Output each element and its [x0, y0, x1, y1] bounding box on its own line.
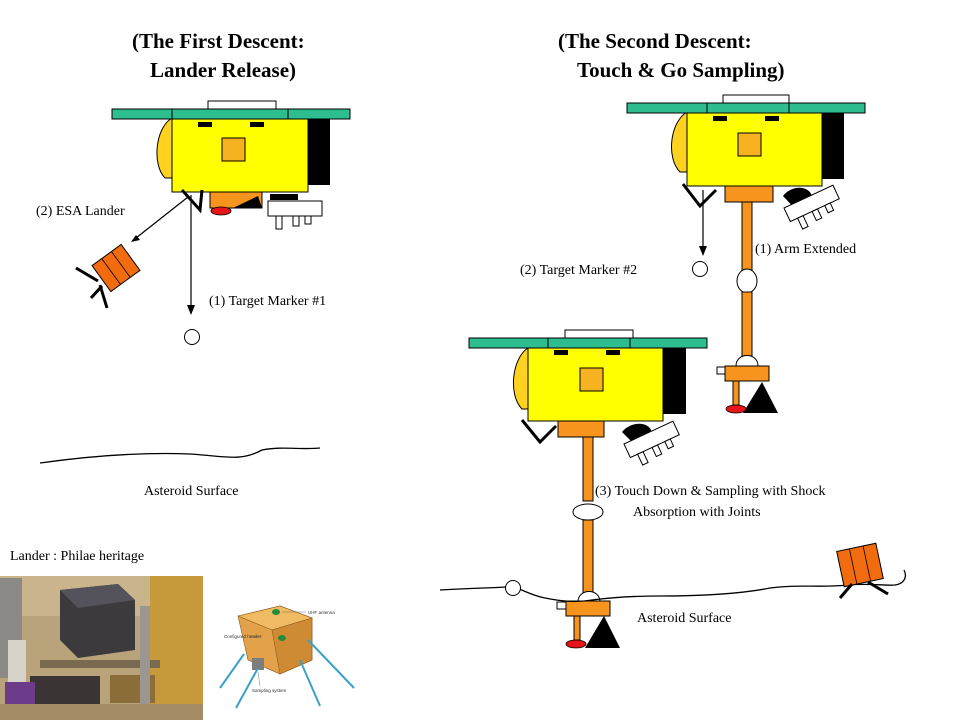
compressed-arm	[582, 436, 594, 502]
target-marker-1	[184, 329, 200, 345]
lander-cad-diagram: UHF antenna Configured header Sampling s…	[206, 576, 360, 720]
target-marker-on-surface	[505, 580, 521, 596]
label-asteroid-surface-right: Asteroid Surface	[637, 611, 731, 626]
philae-heritage-photo	[0, 576, 203, 720]
esa-lander-landed	[836, 542, 889, 599]
title-second-descent: (The Second Descent: Touch & Go Sampling…	[558, 29, 785, 82]
callout-configured-header: Configured header	[224, 634, 262, 639]
label-lander-heritage: Lander : Philae heritage	[10, 549, 144, 564]
arrow-target-marker-1	[187, 195, 195, 315]
title-first-descent: (The First Descent: Lander Release)	[132, 29, 305, 82]
esa-lander-legs	[75, 266, 109, 309]
label-target-marker-1: (1) Target Marker #1	[209, 294, 326, 309]
title-second-line2: Touch & Go Sampling)	[577, 58, 785, 82]
spacecraft-touch-down	[468, 329, 708, 649]
title-second-line1: (The Second Descent:	[558, 29, 752, 53]
label-arm-extended: (1) Arm Extended	[755, 242, 856, 257]
callout-uhf-antenna: UHF antenna	[308, 610, 335, 615]
solar-panel	[111, 108, 351, 120]
high-gain-antenna	[156, 117, 173, 179]
title-first-line2: Lander Release)	[150, 58, 296, 82]
label-touch-down-line2: Absorption with Joints	[633, 505, 761, 520]
spacecraft-arm-extended	[626, 94, 866, 414]
callout-sampling-system: Sampling system	[252, 688, 287, 693]
label-esa-lander: (2) ESA Lander	[36, 204, 125, 219]
arrow-esa-lander	[131, 196, 189, 242]
sampler-horn-left	[267, 200, 323, 230]
target-marker-2	[692, 261, 708, 277]
shock-absorbing-joint	[572, 503, 604, 521]
label-touch-down-line1: (3) Touch Down & Sampling with Shock	[595, 484, 826, 499]
arrow-target-marker-2	[699, 190, 707, 256]
extended-arm	[741, 201, 753, 273]
esa-lander	[91, 243, 141, 293]
title-first-line1: (The First Descent:	[132, 29, 305, 53]
label-target-marker-2: (2) Target Marker #2	[520, 263, 637, 278]
label-asteroid-surface-left: Asteroid Surface	[144, 484, 238, 499]
spacecraft-first-descent	[111, 100, 351, 230]
asteroid-surface-left-line	[39, 447, 321, 464]
